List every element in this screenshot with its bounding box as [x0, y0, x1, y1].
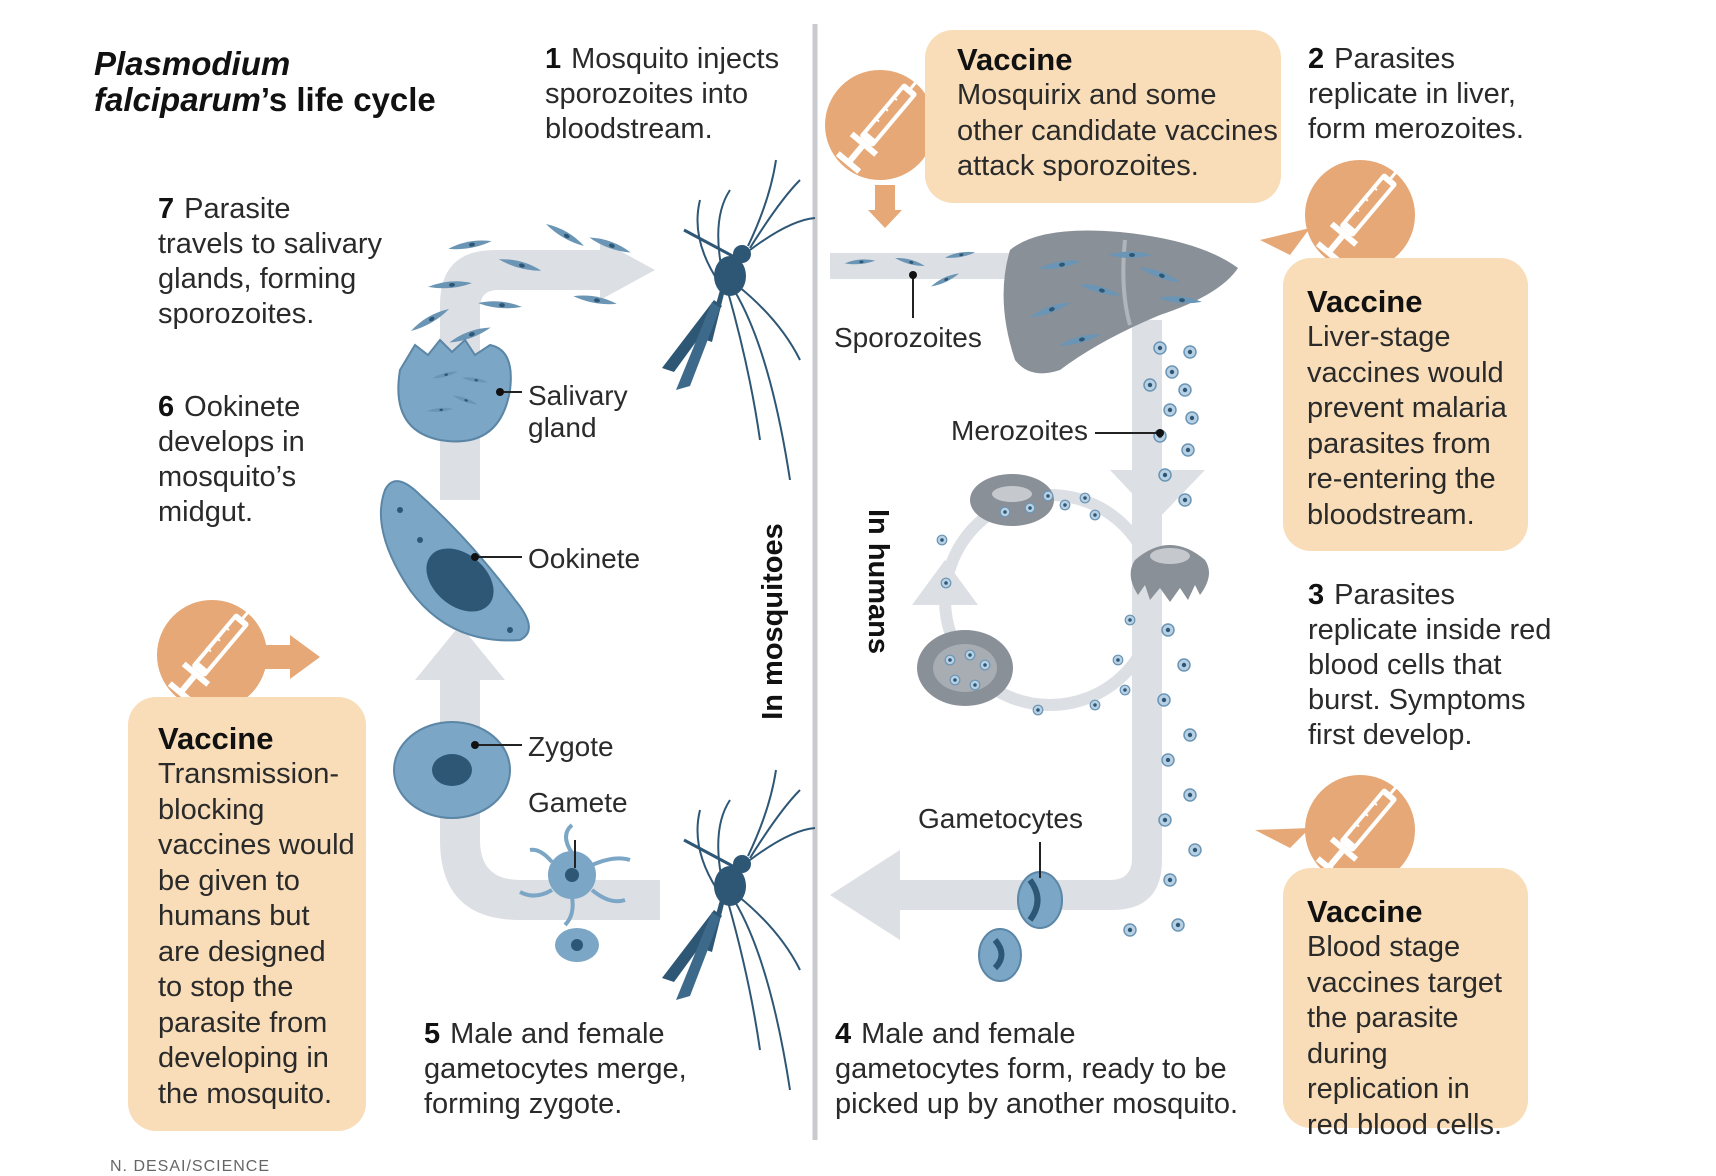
step-number: 7: [158, 193, 175, 225]
step-text: travels to salivary glands, forming spor…: [158, 228, 383, 330]
step-text-first: Male and female: [861, 1018, 1076, 1050]
page-title: Plasmodium falciparum’s life cycle: [94, 46, 436, 118]
label-merozoites: Merozoites: [951, 415, 1088, 446]
step-text: develops in mosquito’s midgut.: [158, 426, 305, 528]
step-text: replicate inside red blood cells that bu…: [1308, 614, 1552, 751]
step-text: replicate in liver, form merozoites.: [1308, 78, 1524, 145]
step-number: 4: [835, 1018, 852, 1050]
step-1: 1 Mosquito injects sporozoites into blood…: [545, 42, 795, 147]
step-number: 6: [158, 391, 175, 423]
ookinete-icon: [379, 480, 530, 642]
syringe-icon-2: [1260, 149, 1419, 270]
step-5: 5 Male and female gametocytes merge, form…: [424, 1017, 694, 1122]
syringe-icon-4: [157, 589, 320, 710]
label-ookinete: Ookinete: [528, 543, 641, 574]
zygote-icon: [393, 721, 511, 819]
step-6: 6 Ookinete develops in mosquito’s midgut.: [158, 390, 333, 530]
step-number: 5: [424, 1018, 441, 1050]
syringe-icon-3: [1255, 764, 1419, 885]
vaccine-box-sporozoite: Vaccine Mosquirix and some other candida…: [925, 30, 1281, 203]
step-text-first: Mosquito injects: [571, 43, 780, 75]
step-3: 3 Parasites replicate inside red blood ce…: [1308, 578, 1568, 753]
mosquito-icon-top: [660, 158, 817, 482]
step-text: sporozoites into bloodstream.: [545, 78, 749, 145]
label-salivary-gland: Salivary gland: [528, 380, 628, 443]
vaccine-body: Mosquirix and some other candidate vacci…: [957, 79, 1278, 182]
red-blood-cell-icon-left: [917, 630, 1013, 706]
step-4: 4 Male and female gametocytes form, ready…: [835, 1017, 1255, 1122]
syringe-icon-1: [825, 59, 939, 228]
region-label-mosquitoes: In mosquitoes: [756, 523, 789, 720]
vaccine-title: Vaccine: [957, 42, 1073, 77]
label-gametocytes: Gametocytes: [918, 803, 1083, 834]
step-7: 7 Parasite travels to salivary glands, fo…: [158, 192, 383, 332]
step-text-first: Male and female: [450, 1018, 665, 1050]
step-text-first: Parasites: [1334, 43, 1456, 75]
step-text: gametocytes merge, forming zygote.: [424, 1053, 687, 1120]
red-blood-cell-icon-top: [970, 474, 1101, 526]
image-credit: N. DESAI/SCIENCE: [110, 1158, 271, 1175]
liver-icon: [1003, 230, 1238, 374]
title-suffix: ’s life cycle: [260, 81, 436, 118]
step-text-first: Parasite: [184, 193, 291, 225]
title-line-1: Plasmodium: [94, 45, 291, 82]
red-blood-cell-icon-right: [1130, 545, 1209, 602]
vaccine-title: Vaccine: [1307, 894, 1423, 929]
title-species: falciparum: [94, 81, 261, 118]
step-text-first: Ookinete: [184, 391, 301, 423]
vaccine-box-blood-stage: Vaccine Blood stage vaccines target the …: [1283, 868, 1528, 1141]
step-text-first: Parasites: [1334, 579, 1456, 611]
vaccine-body: Liver-stage vaccines would prevent malar…: [1307, 321, 1507, 531]
region-label-humans: In humans: [862, 508, 895, 655]
mosquito-cycle-arrow: [415, 240, 660, 920]
vaccine-title: Vaccine: [1307, 284, 1423, 319]
label-gamete: Gamete: [528, 787, 628, 818]
step-2: 2 Parasites replicate in liver, form mero…: [1308, 42, 1538, 147]
vaccine-box-liver: Vaccine Liver-stage vaccines would preve…: [1283, 258, 1528, 551]
vaccine-body: Transmission-blocking vaccines would be …: [158, 758, 355, 1110]
vaccine-box-transmission-blocking: Vaccine Transmission-blocking vaccines w…: [128, 697, 366, 1131]
human-cycle-arrow: [830, 253, 1205, 940]
step-number: 1: [545, 43, 562, 75]
vaccine-body: Blood stage vaccines target the parasite…: [1307, 931, 1503, 1141]
step-number: 2: [1308, 43, 1325, 75]
label-zygote: Zygote: [528, 731, 614, 762]
label-sporozoites: Sporozoites: [834, 322, 982, 353]
vaccine-title: Vaccine: [158, 721, 274, 756]
salivary-gland-icon: [397, 338, 512, 443]
step-text: gametocytes form, ready to be picked up …: [835, 1053, 1239, 1120]
step-number: 3: [1308, 579, 1325, 611]
